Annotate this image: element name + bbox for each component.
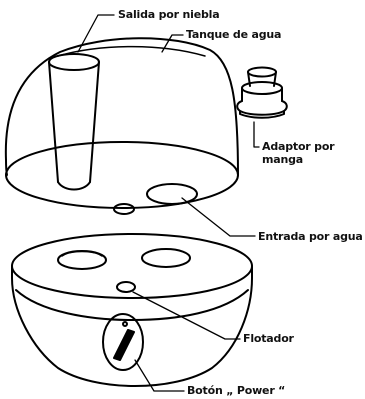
float-label: Flotador xyxy=(243,332,294,345)
hose-adapter-leader xyxy=(253,121,260,148)
hose-adapter-label: Adaptor por manga xyxy=(262,140,335,166)
water-tank-label: Tanque de agua xyxy=(186,28,282,41)
power-button-leader xyxy=(134,359,185,392)
mist-outlet-tube xyxy=(48,53,100,191)
tank-small-hole xyxy=(113,203,135,215)
hose-adapter-shape xyxy=(236,66,288,119)
water-tank-shape xyxy=(4,37,239,209)
base-shape xyxy=(11,233,253,387)
callout-lines xyxy=(77,14,260,392)
power-knob-shape xyxy=(102,313,144,371)
water-inlet-hole xyxy=(146,183,198,205)
power-button-label: Botón „ Power “ xyxy=(187,384,286,397)
float-leader xyxy=(132,291,241,340)
water-inlet-leader xyxy=(181,197,256,237)
water-inlet-label: Entrada por agua xyxy=(258,230,363,243)
mist-outlet-leader xyxy=(77,14,115,53)
water-tank-leader xyxy=(161,34,184,53)
mist-outlet-label: Salida por niebla xyxy=(118,8,220,21)
